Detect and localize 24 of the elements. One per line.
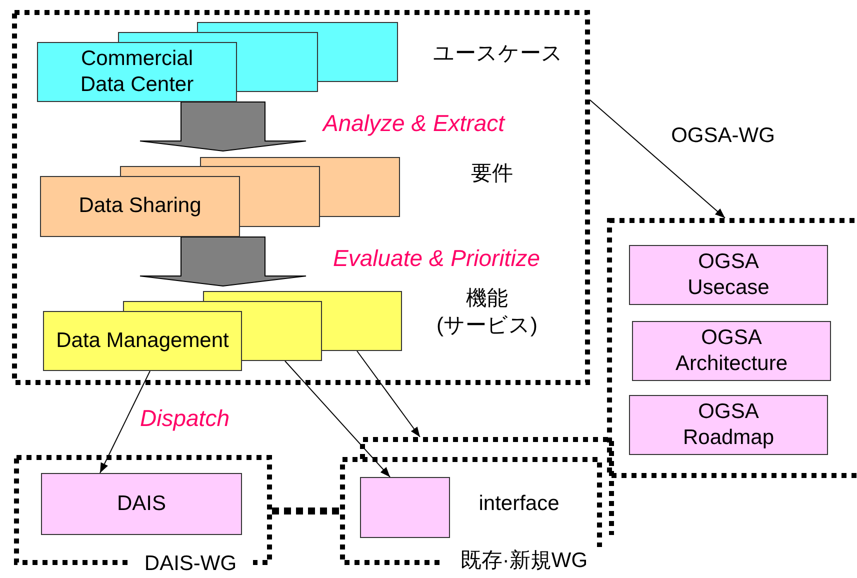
block-arrow — [140, 236, 306, 286]
stacked-cards: Data Management — [43, 291, 402, 371]
process-box: DAIS — [41, 473, 242, 535]
edge-label: Analyze & Extract — [323, 110, 505, 137]
edge-label: Evaluate & Prioritize — [333, 245, 540, 272]
stacked-cards: Commercial Data Center — [37, 22, 398, 102]
group-label: ユースケース — [432, 41, 564, 67]
process-box: OGSA Usecase — [629, 245, 828, 305]
connector-line — [272, 508, 340, 514]
process-box: OGSA Roadmap — [629, 395, 828, 455]
group-label: 機能 (サービス) — [436, 286, 538, 340]
dotted-frame — [12, 10, 590, 385]
group-label: 要件 — [470, 161, 514, 187]
step-label: Dispatch — [140, 405, 230, 432]
arrow — [356, 350, 420, 438]
arrow — [284, 360, 390, 478]
stacked-cards: Data Sharing — [40, 157, 400, 237]
block-arrow — [140, 102, 306, 152]
arrow — [590, 100, 726, 218]
empty-box — [360, 477, 450, 538]
group-label: interface — [478, 491, 560, 517]
arrow — [100, 370, 150, 474]
process-box: OGSA Architecture — [632, 321, 831, 381]
group-label: OGSA-WG — [670, 123, 776, 149]
